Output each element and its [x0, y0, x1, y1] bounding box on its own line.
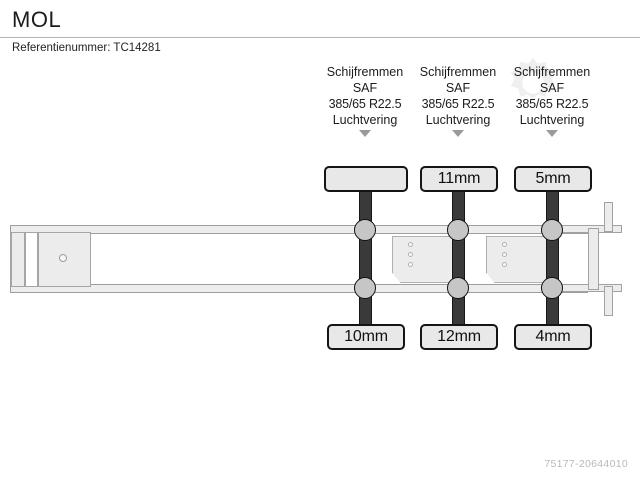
axle-spec-1: Schijfremmen SAF 385/65 R22.5 Luchtverin… [309, 64, 421, 137]
axle-spec-3: Schijfremmen SAF 385/65 R22.5 Luchtverin… [496, 64, 608, 137]
tread-depth-axle2-top[interactable]: 11mm [420, 166, 498, 192]
axle-column-3 [546, 170, 559, 336]
axle-3-tyre-size: 385/65 R22.5 [515, 97, 589, 111]
axle-3-brand: SAF [539, 81, 565, 95]
wheel-hub-icon [541, 219, 563, 241]
chassis-rail-bottom [10, 284, 588, 293]
kingpin-icon [59, 254, 67, 262]
axle-1-brake-type: Schijfremmen [326, 65, 404, 79]
tread-depth-axle1-top[interactable] [324, 166, 408, 192]
bolt-hole-group-2 [502, 242, 512, 272]
rear-bumper-upper [604, 202, 613, 232]
axle-column-2 [452, 170, 465, 336]
page-title: MOL [12, 7, 62, 32]
axle-column-1 [359, 170, 372, 336]
axle-2-suspension: Luchtvering [425, 113, 491, 127]
front-bulkhead-gap [25, 232, 38, 287]
axle-1-tyre-size: 385/65 R22.5 [328, 97, 402, 111]
wheel-hub-icon [354, 277, 376, 299]
trailer-diagram: Schijfremmen SAF 385/65 R22.5 Luchtverin… [0, 56, 640, 456]
bolt-hole-icon [502, 262, 507, 267]
rear-post-center [588, 228, 599, 290]
axle-1-suspension: Luchtvering [332, 113, 398, 127]
caret-down-icon [359, 130, 371, 137]
wheel-hub-icon [447, 277, 469, 299]
axle-spec-2: Schijfremmen SAF 385/65 R22.5 Luchtverin… [402, 64, 514, 137]
chassis-rail-top [10, 225, 588, 234]
tread-depth-axle1-bottom[interactable]: 10mm [327, 324, 405, 350]
bolt-hole-icon [502, 242, 507, 247]
bolt-hole-icon [408, 242, 413, 247]
tread-depth-axle3-top[interactable]: 5mm [514, 166, 592, 192]
bolt-hole-icon [408, 262, 413, 267]
bolt-hole-icon [502, 252, 507, 257]
axle-2-brand: SAF [445, 81, 471, 95]
axle-3-suspension: Luchtvering [519, 113, 585, 127]
watermark-code: 75177-20644010 [544, 458, 628, 470]
caret-down-icon [452, 130, 464, 137]
bolt-hole-group-1 [408, 242, 418, 272]
tread-depth-axle3-bottom[interactable]: 4mm [514, 324, 592, 350]
caret-down-icon [546, 130, 558, 137]
reference-number: Referentienummer: TC14281 [12, 42, 161, 54]
rear-bumper-lower [604, 286, 613, 316]
wheel-hub-icon [541, 277, 563, 299]
kingpin-plate [38, 232, 91, 287]
wheel-hub-icon [354, 219, 376, 241]
wheel-hub-icon [447, 219, 469, 241]
header-divider [0, 37, 640, 38]
axle-2-brake-type: Schijfremmen [419, 65, 497, 79]
tread-depth-axle2-bottom[interactable]: 12mm [420, 324, 498, 350]
axle-2-tyre-size: 385/65 R22.5 [421, 97, 495, 111]
bolt-hole-icon [408, 252, 413, 257]
axle-1-brand: SAF [352, 81, 378, 95]
front-bulkhead-left [11, 232, 25, 287]
axle-3-brake-type: Schijfremmen [513, 65, 591, 79]
